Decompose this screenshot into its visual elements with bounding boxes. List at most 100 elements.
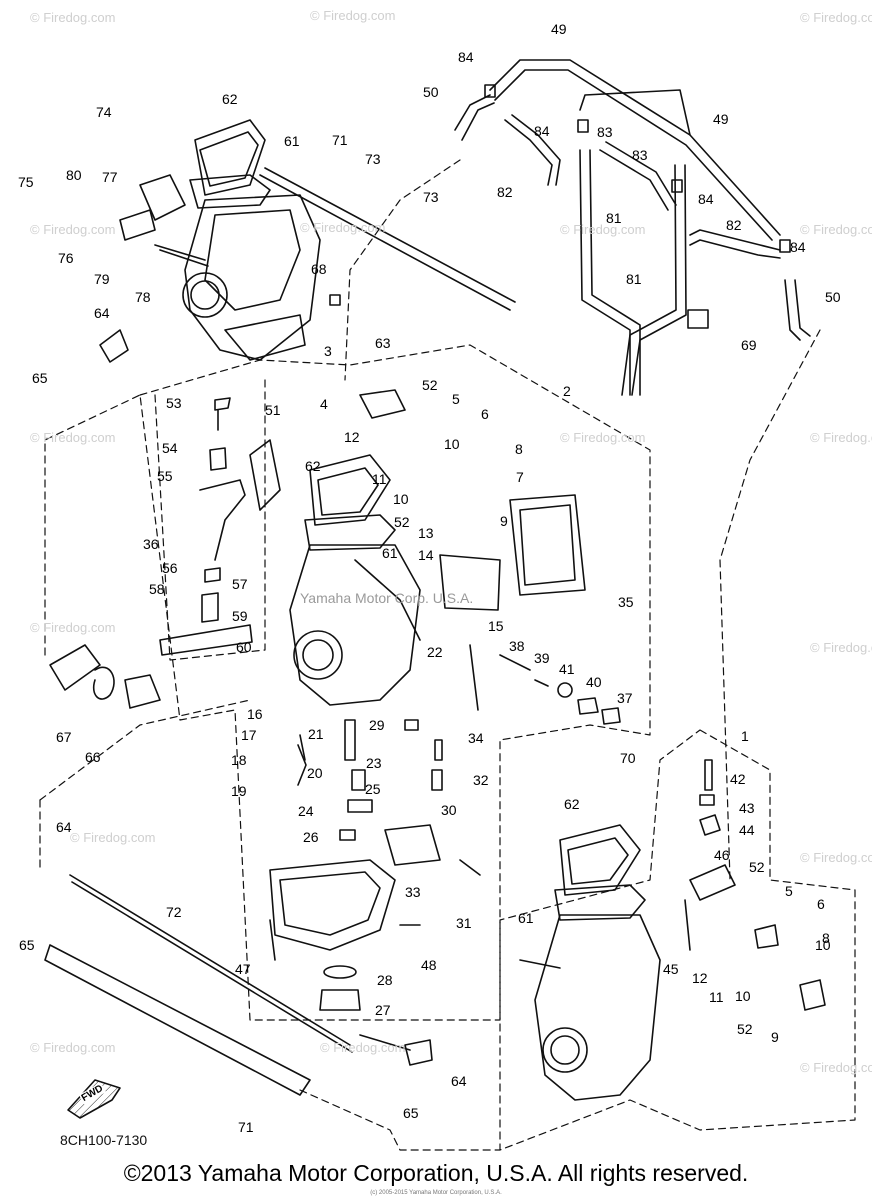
callout-number: 84 bbox=[458, 49, 474, 65]
callout-number: 26 bbox=[303, 829, 319, 845]
callout-number: 41 bbox=[559, 661, 575, 677]
callout-number: 30 bbox=[441, 802, 457, 818]
callout-number: 58 bbox=[149, 581, 165, 597]
callout-number: 59 bbox=[232, 608, 248, 624]
callout-number: 1 bbox=[741, 728, 749, 744]
callout-number: 65 bbox=[32, 370, 48, 386]
callout-number: 83 bbox=[632, 147, 648, 163]
callout-number: 23 bbox=[366, 755, 382, 771]
watermark: © Firedog.com bbox=[30, 430, 116, 445]
watermark: © Firedog.com bbox=[800, 222, 872, 237]
callout-number: 83 bbox=[597, 124, 613, 140]
callout-number: 43 bbox=[739, 800, 755, 816]
callout-number: 32 bbox=[473, 772, 489, 788]
callout-number: 40 bbox=[586, 674, 602, 690]
carburetor-middle bbox=[289, 389, 621, 725]
callout-number: 42 bbox=[730, 771, 746, 787]
callout-number: 52 bbox=[737, 1021, 753, 1037]
callout-number: 57 bbox=[232, 576, 248, 592]
callout-number: 21 bbox=[308, 726, 324, 742]
callout-number: 79 bbox=[94, 271, 110, 287]
callout-number: 24 bbox=[298, 803, 314, 819]
watermark: © Firedog.com bbox=[30, 1040, 116, 1055]
callout-number: 50 bbox=[423, 84, 439, 100]
callout-number: 10 bbox=[735, 988, 751, 1004]
callout-number: 64 bbox=[56, 819, 72, 835]
callout-number: 70 bbox=[620, 750, 636, 766]
callout-number: 71 bbox=[238, 1119, 254, 1135]
callout-number: 62 bbox=[222, 91, 238, 107]
watermark: © Firedog.com bbox=[320, 1040, 406, 1055]
callout-number: 61 bbox=[284, 133, 300, 149]
callout-number: 75 bbox=[18, 174, 34, 190]
watermark: © Firedog.com bbox=[560, 430, 646, 445]
callout-number: 84 bbox=[790, 239, 806, 255]
callout-number: 36 bbox=[143, 536, 159, 552]
callout-number: 4 bbox=[320, 396, 328, 412]
callout-number: 65 bbox=[19, 937, 35, 953]
callout-number: 52 bbox=[422, 377, 438, 393]
copyright-notice: ©2013 Yamaha Motor Corporation, U.S.A. A… bbox=[123, 1160, 749, 1186]
watermark: © Firedog.com bbox=[70, 830, 156, 845]
callout-number: 34 bbox=[468, 730, 484, 746]
callout-number: 45 bbox=[663, 961, 679, 977]
callout-number: 62 bbox=[564, 796, 580, 812]
callout-number: 78 bbox=[135, 289, 151, 305]
float-bowl-assembly bbox=[269, 719, 481, 1011]
callout-number: 61 bbox=[382, 545, 398, 561]
callout-number: 52 bbox=[394, 514, 410, 530]
callout-number: 84 bbox=[698, 191, 714, 207]
breather-hoses bbox=[454, 59, 811, 396]
callout-number: 73 bbox=[423, 189, 439, 205]
watermark: © Firedog.com bbox=[810, 430, 872, 445]
callout-number: 2 bbox=[563, 383, 571, 399]
callout-number: 71 bbox=[332, 132, 348, 148]
callout-number: 25 bbox=[365, 781, 381, 797]
callout-number: 53 bbox=[166, 395, 182, 411]
callout-number: 6 bbox=[481, 406, 489, 422]
callout-number: 11 bbox=[372, 471, 387, 487]
callout-number: 77 bbox=[102, 169, 118, 185]
callout-number: 76 bbox=[58, 250, 74, 266]
diagram-code: 8CH100-7130 bbox=[60, 1132, 148, 1148]
callout-number: 38 bbox=[509, 638, 525, 654]
callout-number: 16 bbox=[247, 706, 263, 722]
callout-number: 37 bbox=[617, 690, 633, 706]
callout-number: 5 bbox=[452, 391, 460, 407]
callout-number: 84 bbox=[534, 123, 550, 139]
lever-assembly bbox=[49, 397, 281, 709]
callout-number: 69 bbox=[741, 337, 757, 353]
watermark: © Firedog.com bbox=[30, 222, 116, 237]
callout-number: 62 bbox=[305, 458, 321, 474]
callout-number: 8 bbox=[515, 441, 523, 457]
callout-number: 19 bbox=[231, 783, 247, 799]
callout-number: 29 bbox=[369, 717, 385, 733]
callout-number: 56 bbox=[162, 560, 178, 576]
group-boundaries bbox=[39, 159, 856, 1151]
callout-number: 80 bbox=[66, 167, 82, 183]
callout-number: 47 bbox=[235, 961, 251, 977]
callout-number: 81 bbox=[606, 210, 622, 226]
fwd-arrow bbox=[67, 1079, 121, 1119]
callout-number: 12 bbox=[344, 429, 360, 445]
linkage-shafts bbox=[44, 874, 433, 1096]
watermark: © Firedog.com bbox=[30, 620, 116, 635]
callout-number: 35 bbox=[618, 594, 634, 610]
callout-number: 6 bbox=[817, 896, 825, 912]
callout-number: 81 bbox=[626, 271, 642, 287]
callout-number: 61 bbox=[518, 910, 534, 926]
callout-number: 64 bbox=[94, 305, 110, 321]
watermark: © Firedog.com bbox=[560, 222, 646, 237]
callout-number: 39 bbox=[534, 650, 550, 666]
callout-number: 49 bbox=[713, 111, 729, 127]
callout-number: 55 bbox=[157, 468, 173, 484]
callout-number: 44 bbox=[739, 822, 755, 838]
callout-number: 82 bbox=[497, 184, 513, 200]
watermark: © Firedog.com bbox=[310, 8, 396, 23]
callout-number: 68 bbox=[311, 261, 327, 277]
watermark: © Firedog.com bbox=[30, 10, 116, 25]
watermark: © Firedog.com bbox=[300, 220, 386, 235]
callout-number: 64 bbox=[451, 1073, 467, 1089]
center-watermark: Yamaha Motor Corp. U.S.A. bbox=[300, 590, 474, 606]
